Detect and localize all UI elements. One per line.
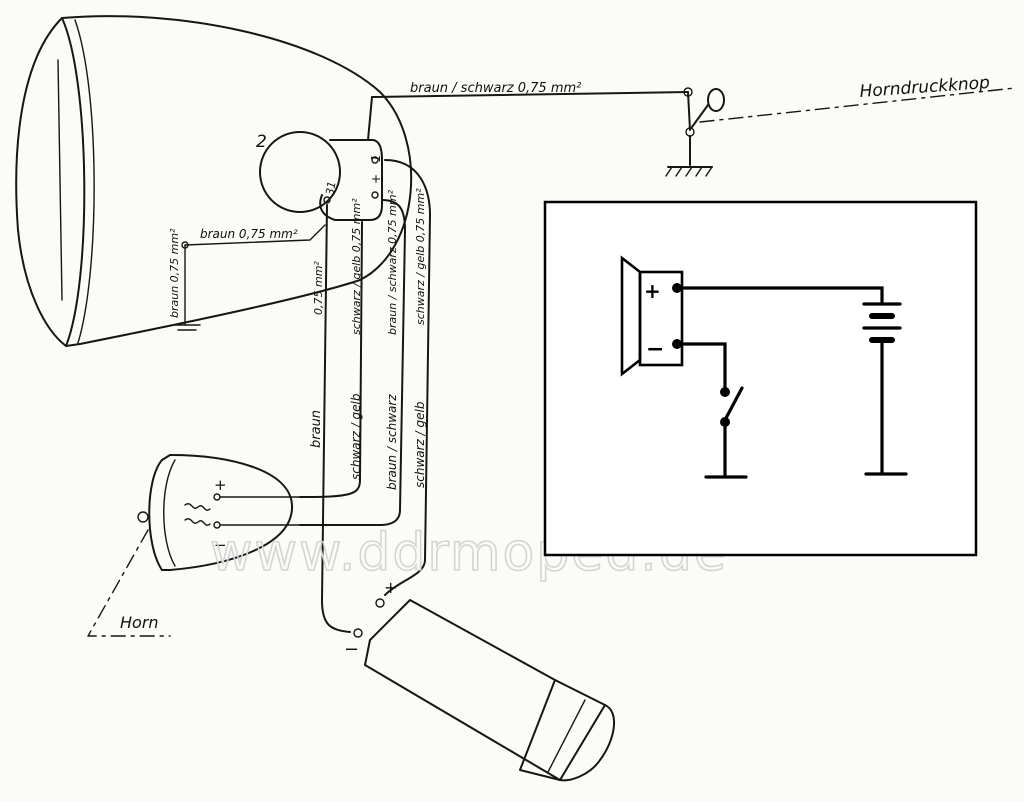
wire-harness: [299, 96, 431, 633]
bulb-socket: [259, 131, 341, 213]
wire-bs-075-label: braun / schwarz 0,75 mm²: [386, 189, 399, 335]
wire-sg2-075-label: schwarz / gelb 0,75 mm²: [414, 188, 427, 325]
horn-button-knob: [707, 88, 725, 112]
schematic-switch: [723, 386, 744, 422]
wire-schwarz-gelb-2-label: schwarz / gelb: [413, 401, 427, 488]
wire-braun-label: braun: [309, 410, 324, 448]
schematic-horn-body: [638, 270, 684, 367]
wire-braun-schwarz-label: braun / schwarz: [385, 394, 399, 490]
horn-button-assembly: [371, 87, 1016, 177]
battery: [353, 598, 616, 782]
inner-brown-label: braun 0,75 mm²: [200, 227, 298, 241]
schematic-plus-label: +: [644, 279, 661, 303]
terminal-one-label: 1: [369, 154, 383, 162]
wire-sg-075-label: schwarz / gelb 0,75 mm²: [350, 198, 363, 335]
schematic-minus-label: −: [646, 337, 664, 362]
terminal-31-label: 31: [323, 180, 338, 196]
horn-plus-label: +: [214, 476, 227, 494]
battery-minus-label: −: [344, 639, 359, 660]
horn: [87, 454, 301, 637]
wire-brown-075-label: 0,75 mm²: [312, 261, 325, 315]
ground-brown-label: braun 0,75 mm²: [168, 228, 181, 318]
bulb-number-label: 2: [256, 132, 267, 152]
schematic-inset: [543, 200, 978, 557]
top-wire-label: braun / schwarz 0,75 mm²: [410, 81, 581, 96]
battery-plus-label: +: [384, 578, 397, 597]
terminal-plus-label: +: [369, 174, 383, 184]
wire-schwarz-gelb-label: schwarz / gelb: [349, 393, 363, 480]
schematic-frame: [543, 200, 978, 557]
horn-minus-label: −: [214, 536, 227, 554]
horn-label: Horn: [120, 613, 159, 632]
headlamp: [15, 15, 413, 347]
